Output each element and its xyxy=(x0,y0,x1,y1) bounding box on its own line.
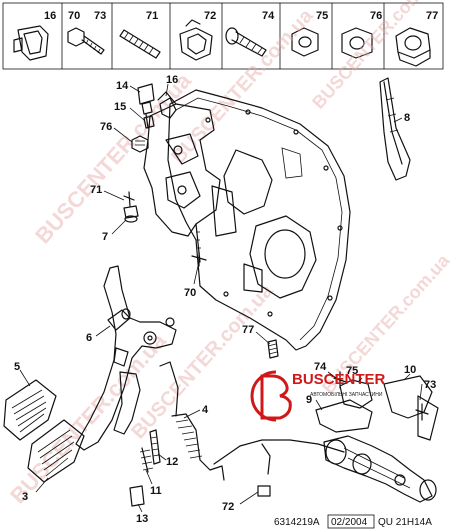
callout-numbers: 14 16 15 76 8 71 7 70 6 77 5 4 74 75 9 1… xyxy=(14,74,436,525)
logo-wordmark: BUSCENTER xyxy=(292,371,386,388)
header-cell-74[interactable]: 74 xyxy=(225,10,275,57)
cell-number: 72 xyxy=(204,10,216,22)
cell-number: 70 xyxy=(68,10,80,22)
hex-bolt-icon xyxy=(67,27,105,55)
cell-number: 75 xyxy=(316,10,328,22)
callout-5[interactable]: 5 xyxy=(14,361,20,373)
footer-date-box xyxy=(327,514,375,529)
brand-logo: BUSCENTER АВТОМОБІЛЬНІ ЗАПЧАСТИНИ xyxy=(250,370,386,422)
header-cell-76[interactable]: 76 xyxy=(341,10,382,59)
callout-12[interactable]: 12 xyxy=(166,456,178,468)
callout-7[interactable]: 7 xyxy=(102,231,108,243)
pedal-assembly xyxy=(3,265,177,483)
cell-number-secondary: 73 xyxy=(94,10,106,22)
callout-11[interactable]: 11 xyxy=(150,485,162,497)
cell-number: 16 xyxy=(44,10,56,22)
callout-15[interactable]: 15 xyxy=(114,101,126,113)
footer-reference: 6314219A 02/2004 QU 21H14A xyxy=(274,514,432,529)
cell-number: 76 xyxy=(370,10,382,22)
callout-74[interactable]: 74 xyxy=(314,361,327,373)
bracket-8 xyxy=(379,77,411,181)
stud-77 xyxy=(267,339,279,359)
logo-tagline: АВТОМОБІЛЬНІ ЗАПЧАСТИНИ xyxy=(310,392,383,398)
callout-8[interactable]: 8 xyxy=(404,112,410,124)
footer-ref: 6314219A xyxy=(274,517,320,528)
small-fasteners xyxy=(123,191,207,267)
callout-77[interactable]: 77 xyxy=(242,324,254,336)
flange-bolt-icon xyxy=(225,27,267,57)
callout-4[interactable]: 4 xyxy=(202,404,209,416)
callout-75[interactable]: 75 xyxy=(346,365,358,377)
cell-number: 77 xyxy=(426,10,438,22)
pedal-bracket-assembly xyxy=(143,89,351,351)
callout-14[interactable]: 14 xyxy=(116,80,129,92)
header-cell-75[interactable]: 75 xyxy=(291,10,328,57)
collar-nut-icon xyxy=(395,27,431,67)
master-cylinder-assembly xyxy=(315,371,439,503)
header-cell-70-73[interactable]: 70 73 xyxy=(67,10,106,55)
hex-nut-icon xyxy=(341,27,373,59)
callout-76[interactable]: 76 xyxy=(100,121,112,133)
return-spring-cable xyxy=(129,361,345,507)
header-cell-71[interactable]: 71 xyxy=(119,10,161,59)
callout-72[interactable]: 72 xyxy=(222,501,234,513)
callout-6[interactable]: 6 xyxy=(86,332,92,344)
footer-code: QU 21H14A xyxy=(378,517,432,528)
pivot-pin-6 xyxy=(107,308,131,331)
spring-clip-icon xyxy=(179,19,213,61)
threaded-stud-icon xyxy=(119,29,161,59)
header-cell-77[interactable]: 77 xyxy=(395,10,438,67)
logo-ring xyxy=(250,370,277,422)
header-cell-72[interactable]: 72 xyxy=(179,10,216,61)
header-parts-row: 16 70 73 71 72 xyxy=(2,2,444,70)
callout-9[interactable]: 9 xyxy=(306,394,312,406)
header-cell-16[interactable]: 16 xyxy=(13,10,56,61)
stop-light-switch xyxy=(131,83,177,153)
watermark-layer: BUSCENTER.com.ua BUSCENTER.com.ua BUSCEN… xyxy=(5,0,450,508)
callout-16[interactable]: 16 xyxy=(166,74,178,86)
callout-71[interactable]: 71 xyxy=(90,184,102,196)
pedal-pad-5 xyxy=(3,379,57,441)
callout-70[interactable]: 70 xyxy=(184,287,196,299)
footer-date: 02/2004 xyxy=(331,517,368,528)
cell-number: 74 xyxy=(262,10,275,22)
callout-3[interactable]: 3 xyxy=(22,491,28,503)
callout-10[interactable]: 10 xyxy=(404,364,416,376)
callout-73[interactable]: 73 xyxy=(424,379,436,391)
plastic-clip-icon xyxy=(13,25,49,61)
leader-lines xyxy=(19,83,423,513)
header-frame xyxy=(2,2,444,70)
callout-13[interactable]: 13 xyxy=(136,513,148,525)
cell-number: 71 xyxy=(146,10,158,22)
logo-b-mark xyxy=(260,374,292,420)
pedal-pad-3 xyxy=(27,419,85,483)
hex-nut-icon xyxy=(291,27,319,57)
